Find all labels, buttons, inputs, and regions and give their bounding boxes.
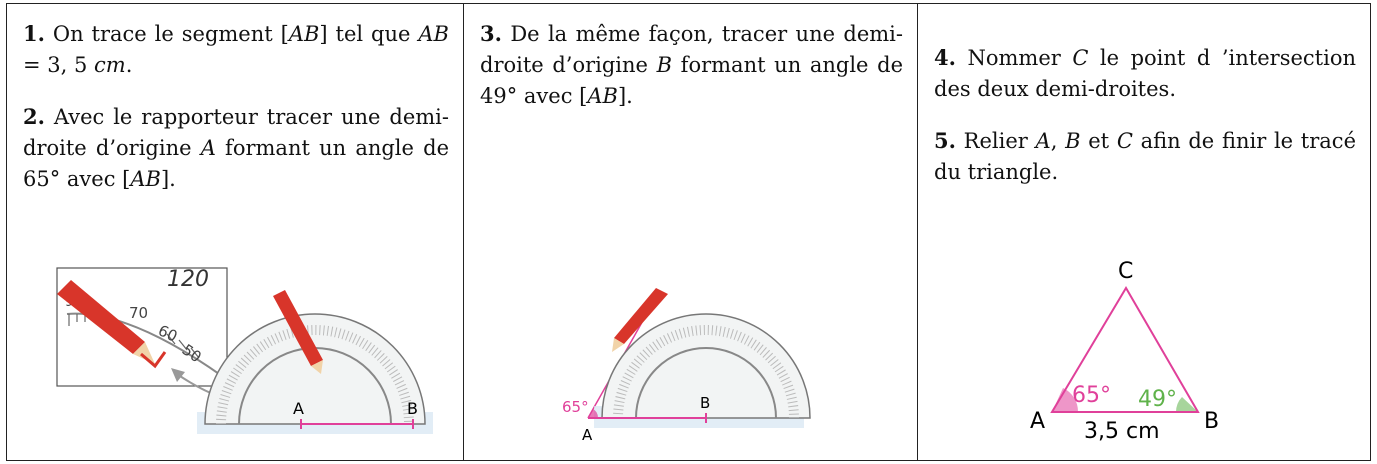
point-a-label: A bbox=[293, 399, 304, 418]
point-a-label: A bbox=[1030, 409, 1045, 434]
protractor-figure-1: 90 70 60 50 120 A B bbox=[56, 267, 433, 434]
protractor-figure-2: 65° A B bbox=[562, 288, 811, 444]
triangle-figure: C A B 65° 49° 3,5 cm bbox=[1030, 259, 1219, 442]
angle-b-mark bbox=[1176, 397, 1198, 412]
point-a-label: A bbox=[582, 426, 593, 444]
point-b-label: B bbox=[1204, 409, 1219, 434]
pencil bbox=[273, 290, 323, 366]
column-1: 1. On trace le segment [AB] tel que AB =… bbox=[7, 4, 463, 460]
length-label: 3,5 cm bbox=[1084, 419, 1160, 442]
column-3: 4. Nommer C le point d ’intersection des… bbox=[917, 4, 1370, 460]
point-b-label: B bbox=[700, 394, 710, 412]
column-2: 3. De la même façon, tracer une demi-dro… bbox=[463, 4, 917, 460]
point-b-label: B bbox=[407, 399, 418, 418]
instruction-table: 1. On trace le segment [AB] tel que AB =… bbox=[6, 3, 1371, 461]
step-5: 5. Relier A, B et C afin de finir le tra… bbox=[934, 128, 1356, 184]
angle-a-label: 65° bbox=[1072, 383, 1111, 408]
zoom-pencil bbox=[57, 280, 145, 354]
angle-b-label: 49° bbox=[1138, 387, 1177, 412]
zoom-inset bbox=[56, 267, 228, 387]
zoom-label-120: 120 bbox=[167, 267, 209, 292]
angle-a-mark bbox=[1052, 388, 1079, 412]
step-3: 3. De la même façon, tracer une demi-dro… bbox=[480, 21, 903, 108]
point-c-label: C bbox=[1118, 259, 1133, 284]
zoom-label-70: 70 bbox=[129, 304, 148, 322]
step-4: 4. Nommer C le point d ’intersection des… bbox=[934, 45, 1356, 101]
protractor bbox=[601, 313, 811, 419]
step-1: 1. On trace le segment [AB] tel que AB =… bbox=[23, 21, 449, 77]
angle-label-65: 65° bbox=[562, 398, 589, 416]
pencil bbox=[614, 288, 668, 344]
triangle-abc bbox=[1050, 286, 1200, 413]
step-2: 2. Avec le rapporteur tracer une demi-dr… bbox=[23, 104, 450, 191]
